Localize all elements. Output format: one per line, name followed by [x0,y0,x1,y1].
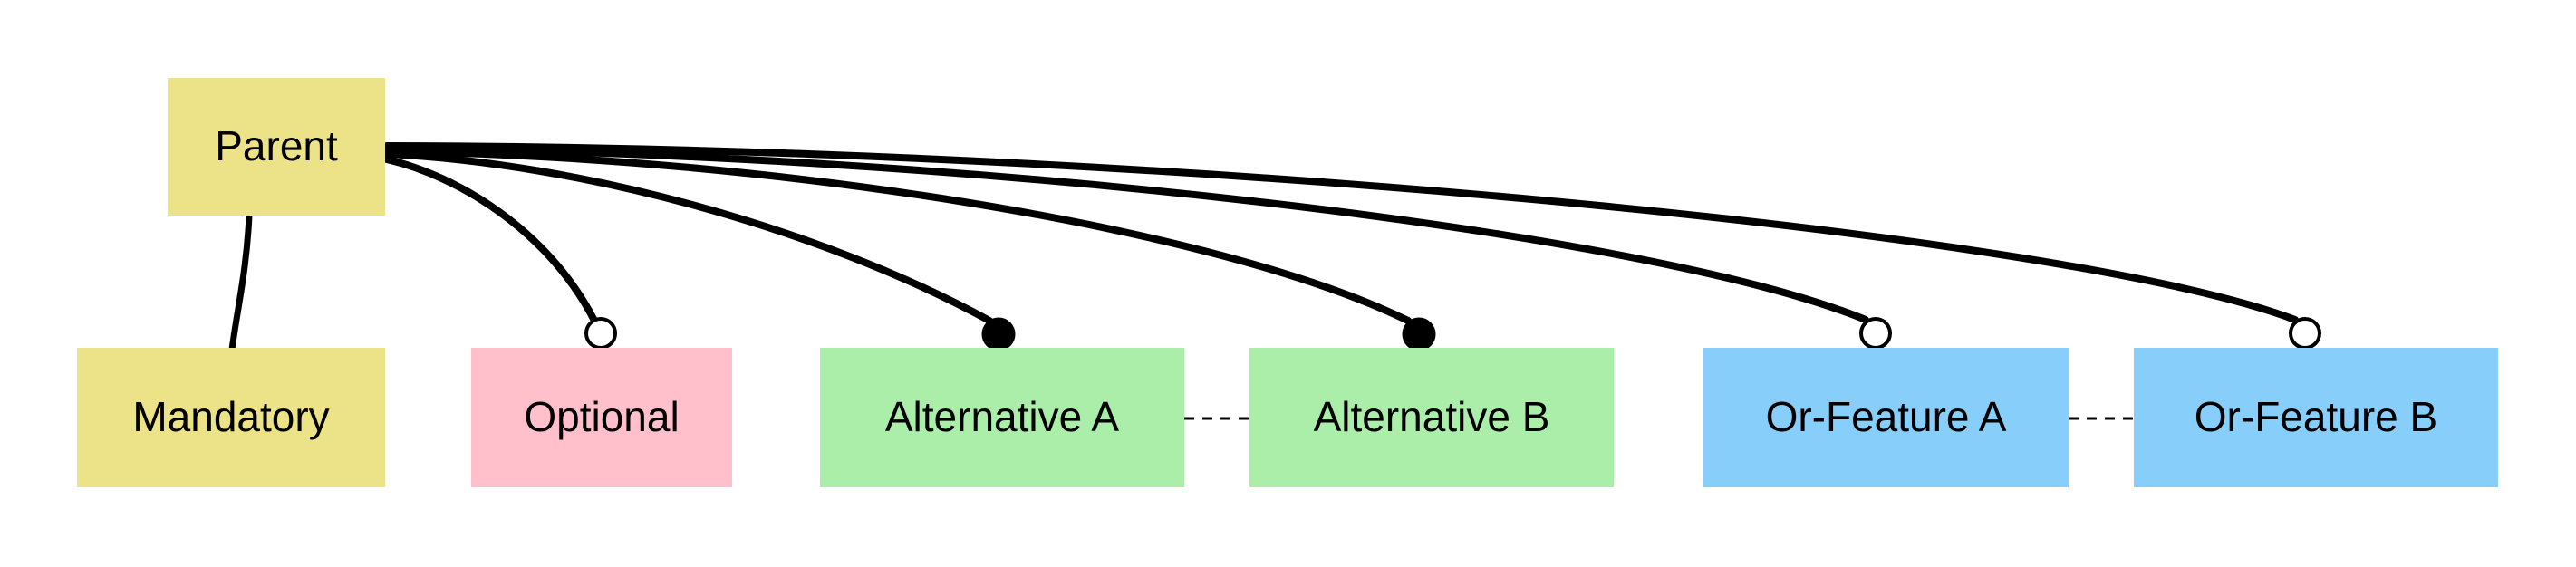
node-or-feature-a[interactable]: Or-Feature A [1703,348,2069,487]
alternative-a-filled-circle-icon [981,317,1016,351]
edge-parent-alternative-b [383,148,1412,324]
node-mandatory[interactable]: Mandatory [77,348,385,487]
node-parent[interactable]: Parent [168,78,385,216]
node-or-feature-a-label: Or-Feature A [1765,393,2007,440]
node-parent-label: Parent [215,122,338,169]
edge-parent-or-feature-a [383,145,1869,323]
or-feature-a-open-circle-icon [1859,317,1892,350]
or-feature-b-open-circle-icon [2289,317,2321,350]
node-mandatory-label: Mandatory [132,393,330,440]
edge-parent-optional [383,156,597,322]
edge-parent-mandatory [228,212,253,353]
node-or-feature-b-label: Or-Feature B [2194,393,2438,440]
node-alternative-a-label: Alternative A [884,393,1120,440]
node-or-feature-b[interactable]: Or-Feature B [2134,348,2498,487]
edge-parent-alternative-a [383,150,993,324]
node-optional-label: Optional [524,393,680,440]
node-optional[interactable]: Optional [471,348,732,487]
node-alternative-a[interactable]: Alternative A [820,348,1184,487]
alternative-b-filled-circle-icon [1402,317,1436,351]
node-alternative-b-label: Alternative B [1313,393,1550,440]
optional-open-circle-icon [584,317,617,350]
node-alternative-b[interactable]: Alternative B [1249,348,1614,487]
edge-parent-or-feature-b [383,142,2299,323]
